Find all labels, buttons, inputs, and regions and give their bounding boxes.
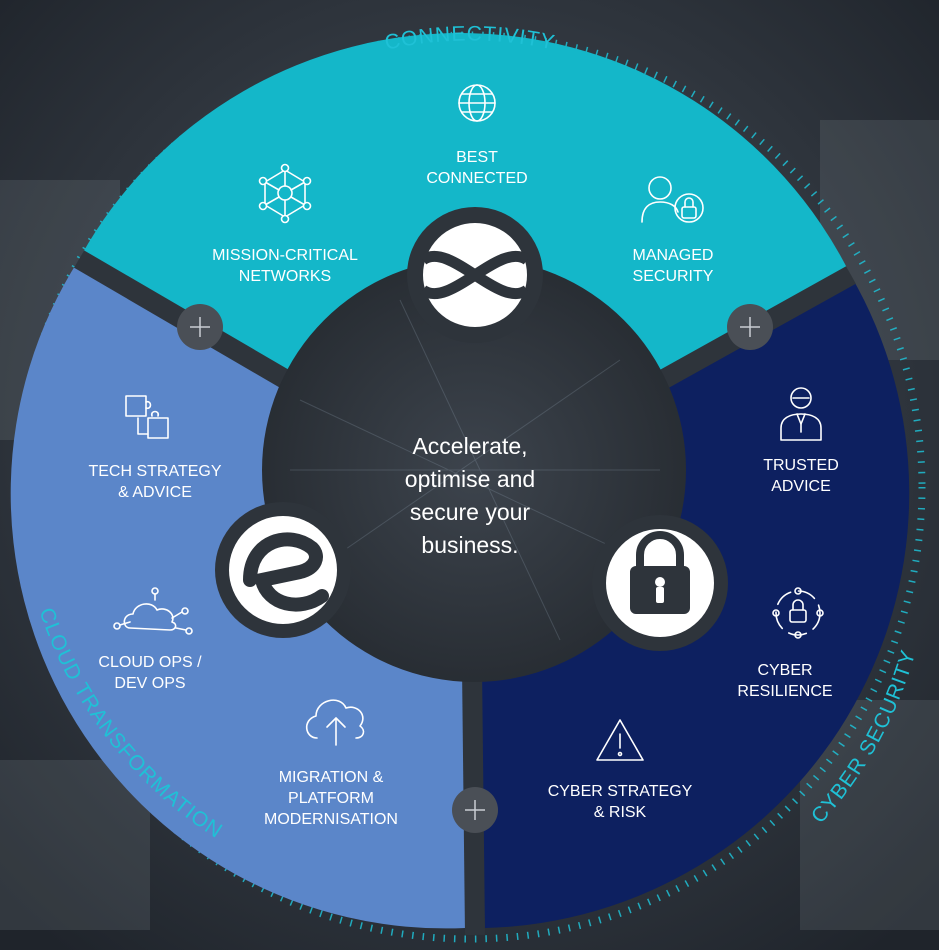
managed-security-line-1: MANAGED — [633, 247, 714, 264]
center-statement: Accelerate, optimise and secure your bus… — [405, 433, 535, 558]
lock-circle-icon — [772, 587, 824, 639]
cyber-strategy-line-1: CYBER STRATEGY — [548, 783, 693, 800]
globe-icon — [458, 84, 496, 122]
mission-critical-line-1: MISSION-CRITICAL — [212, 247, 358, 264]
cyber-resilience-line-2: RESILIENCE — [737, 683, 832, 700]
junction-bottom — [452, 787, 498, 833]
user-lock-icon — [641, 176, 704, 223]
trusted-advice-line-2: ADVICE — [771, 478, 831, 495]
warning-icon — [596, 719, 644, 761]
managed-security-line-2: SECURITY — [633, 268, 714, 285]
network-nodes-icon — [258, 163, 312, 224]
connectivity-logo-icon — [407, 207, 543, 343]
cloud-network-icon — [113, 587, 193, 635]
cyber-resilience-line-1: CYBER — [757, 662, 812, 679]
center-line-2: optimise and — [405, 466, 535, 492]
cloud-upload-icon — [305, 699, 365, 746]
migration-line-1: MIGRATION & — [279, 769, 384, 786]
center-line-3: secure your — [410, 499, 531, 525]
cloud-logo-icon — [215, 502, 351, 638]
cyber-strategy-line-2: & RISK — [594, 804, 647, 821]
center-line-1: Accelerate, — [412, 433, 527, 459]
cloud-ops-line-2: DEV OPS — [114, 675, 185, 692]
migration-line-3: MODERNISATION — [264, 811, 398, 828]
junction-left — [177, 304, 223, 350]
best-connected-line-1: BEST — [456, 149, 498, 166]
migration-line-2: PLATFORM — [288, 790, 374, 807]
junction-right — [727, 304, 773, 350]
outer-dashed-ring — [14, 31, 926, 943]
security-logo-icon — [592, 515, 728, 651]
advisor-icon — [780, 387, 822, 441]
trusted-advice-line-1: TRUSTED — [763, 457, 839, 474]
center-line-4: business. — [421, 532, 518, 558]
tech-strategy-line-1: TECH STRATEGY — [88, 463, 221, 480]
hub-texture — [290, 299, 660, 641]
tech-strategy-line-2: & ADVICE — [118, 484, 192, 501]
puzzle-icon — [125, 395, 169, 439]
center-hub — [262, 258, 686, 682]
best-connected-line-2: CONNECTED — [426, 170, 527, 187]
cloud-ops-line-1: CLOUD OPS / — [98, 654, 202, 671]
mission-critical-line-2: NETWORKS — [239, 268, 331, 285]
